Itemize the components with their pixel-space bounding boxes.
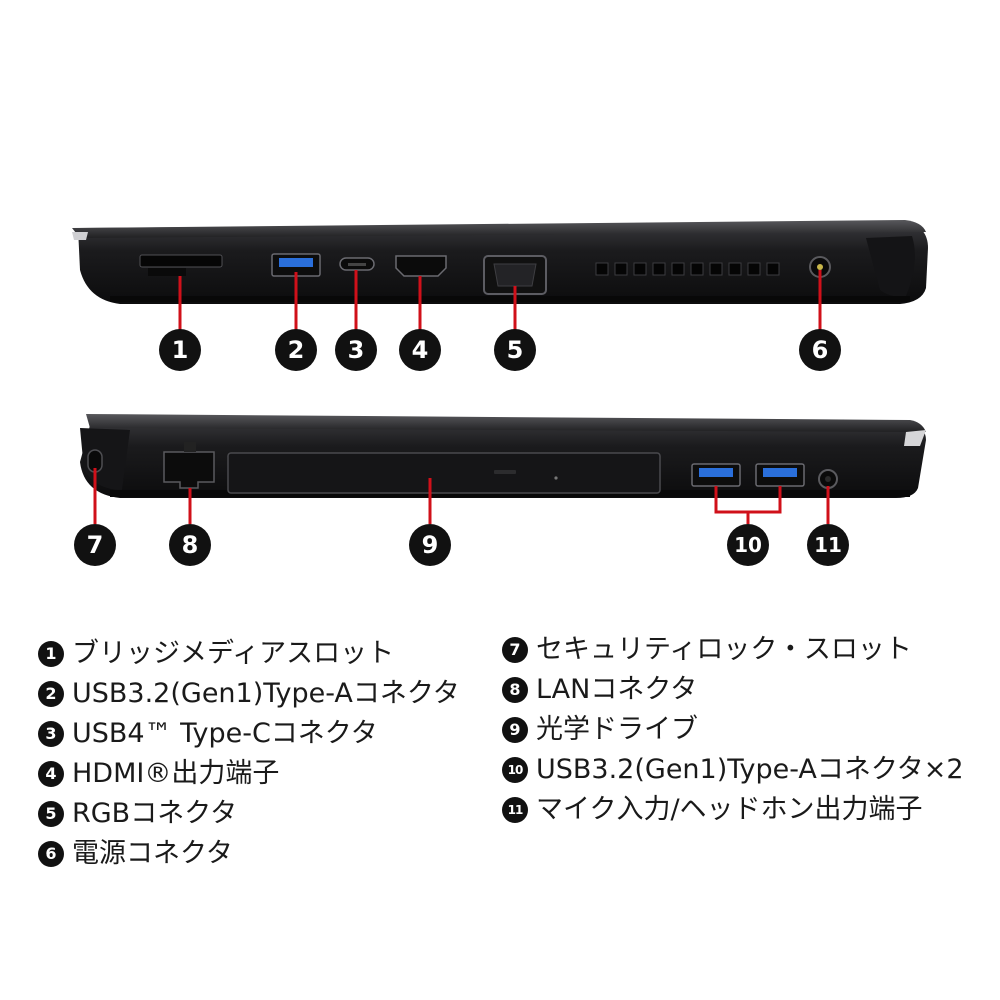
- vent-slot: [728, 262, 742, 276]
- legend-number: 2: [38, 681, 64, 707]
- legend-item-4: 4 HDMI®出力端子: [38, 754, 460, 794]
- leader-lines: [93, 270, 830, 524]
- legend-number: 7: [502, 637, 528, 663]
- legend-item-6: 6 電源コネクタ: [38, 834, 460, 874]
- legend-number: 8: [502, 677, 528, 703]
- legend-label: 電源コネクタ: [72, 838, 233, 869]
- legend-item-5: 5 RGBコネクタ: [38, 794, 460, 834]
- callout-7-label: 7: [87, 531, 104, 559]
- legend-number: 10: [502, 757, 528, 783]
- callout-5-label: 5: [507, 336, 524, 364]
- callout-10-label: 10: [734, 533, 762, 557]
- vent-slot: [709, 262, 723, 276]
- callout-8-label: 8: [182, 531, 199, 559]
- vent-slot: [766, 262, 780, 276]
- callout-1-label: 1: [172, 336, 189, 364]
- vent-slot: [633, 262, 647, 276]
- legend-item-3: 3 USB4™ Type-Cコネクタ: [38, 714, 460, 754]
- usb-c-port: [339, 257, 375, 271]
- legend-right: 7 セキュリティロック・スロット 8 LANコネクタ 9 光学ドライブ 10 USB3.…: [502, 630, 964, 830]
- legend-item-7: 7 セキュリティロック・スロット: [502, 630, 964, 670]
- vent-slot: [595, 262, 609, 276]
- legend-label: USB3.2(Gen1)Type-Aコネクタ×2: [536, 754, 964, 785]
- legend-label: ブリッジメディアスロット: [72, 638, 395, 669]
- callout-6-label: 6: [812, 336, 829, 364]
- callout-11-label: 11: [814, 533, 842, 557]
- legend-label: 光学ドライブ: [536, 714, 698, 745]
- legend-item-11: 11 マイク入力/ヘッドホン出力端子: [502, 790, 964, 830]
- callout-3: 3: [335, 329, 377, 371]
- callout-7: 7: [74, 524, 116, 566]
- callout-3-label: 3: [348, 336, 365, 364]
- legend-number: 9: [502, 717, 528, 743]
- legend-number: 1: [38, 641, 64, 667]
- vent-slot: [671, 262, 685, 276]
- legend-label: マイク入力/ヘッドホン出力端子: [536, 794, 923, 825]
- legend-label: HDMI®出力端子: [72, 758, 280, 789]
- optical-drive: [227, 452, 661, 494]
- legend-item-1: 1 ブリッジメディアスロット: [38, 634, 460, 674]
- vent-slot: [652, 262, 666, 276]
- vent-slot: [747, 262, 761, 276]
- legend-number: 11: [502, 797, 528, 823]
- legend-number: 4: [38, 761, 64, 787]
- callout-10: 10: [727, 524, 769, 566]
- callout-9: 9: [409, 524, 451, 566]
- vga-port: [483, 255, 547, 295]
- vent-slot: [614, 262, 628, 276]
- hdmi-port: [395, 255, 447, 277]
- legend-number: 5: [38, 801, 64, 827]
- callout-5: 5: [494, 329, 536, 371]
- callout-2: 2: [275, 329, 317, 371]
- vent-slot: [690, 262, 704, 276]
- usb-a-ports-right: [691, 463, 805, 487]
- legend-number: 3: [38, 721, 64, 747]
- bridge-media-slot: [139, 254, 223, 276]
- legend-label: LANコネクタ: [536, 674, 698, 705]
- lan-port: [163, 442, 215, 489]
- audio-jack: [818, 469, 838, 489]
- legend-label: USB4™ Type-Cコネクタ: [72, 718, 378, 749]
- legend-item-10: 10 USB3.2(Gen1)Type-Aコネクタ×2: [502, 750, 964, 790]
- legend-label: セキュリティロック・スロット: [536, 634, 912, 665]
- callout-9-label: 9: [422, 531, 439, 559]
- callout-8: 8: [169, 524, 211, 566]
- legend-item-8: 8 LANコネクタ: [502, 670, 964, 710]
- callout-6: 6: [799, 329, 841, 371]
- legend-label: RGBコネクタ: [72, 798, 238, 829]
- legend-number: 6: [38, 841, 64, 867]
- callout-4-label: 4: [412, 336, 429, 364]
- legend-label: USB3.2(Gen1)Type-Aコネクタ: [72, 678, 460, 709]
- callout-4: 4: [399, 329, 441, 371]
- callout-1: 1: [159, 329, 201, 371]
- callout-11: 11: [807, 524, 849, 566]
- air-vents: [595, 262, 780, 276]
- legend-item-9: 9 光学ドライブ: [502, 710, 964, 750]
- dc-power-jack: [809, 256, 831, 278]
- legend-item-2: 2 USB3.2(Gen1)Type-Aコネクタ: [38, 674, 460, 714]
- callout-2-label: 2: [288, 336, 305, 364]
